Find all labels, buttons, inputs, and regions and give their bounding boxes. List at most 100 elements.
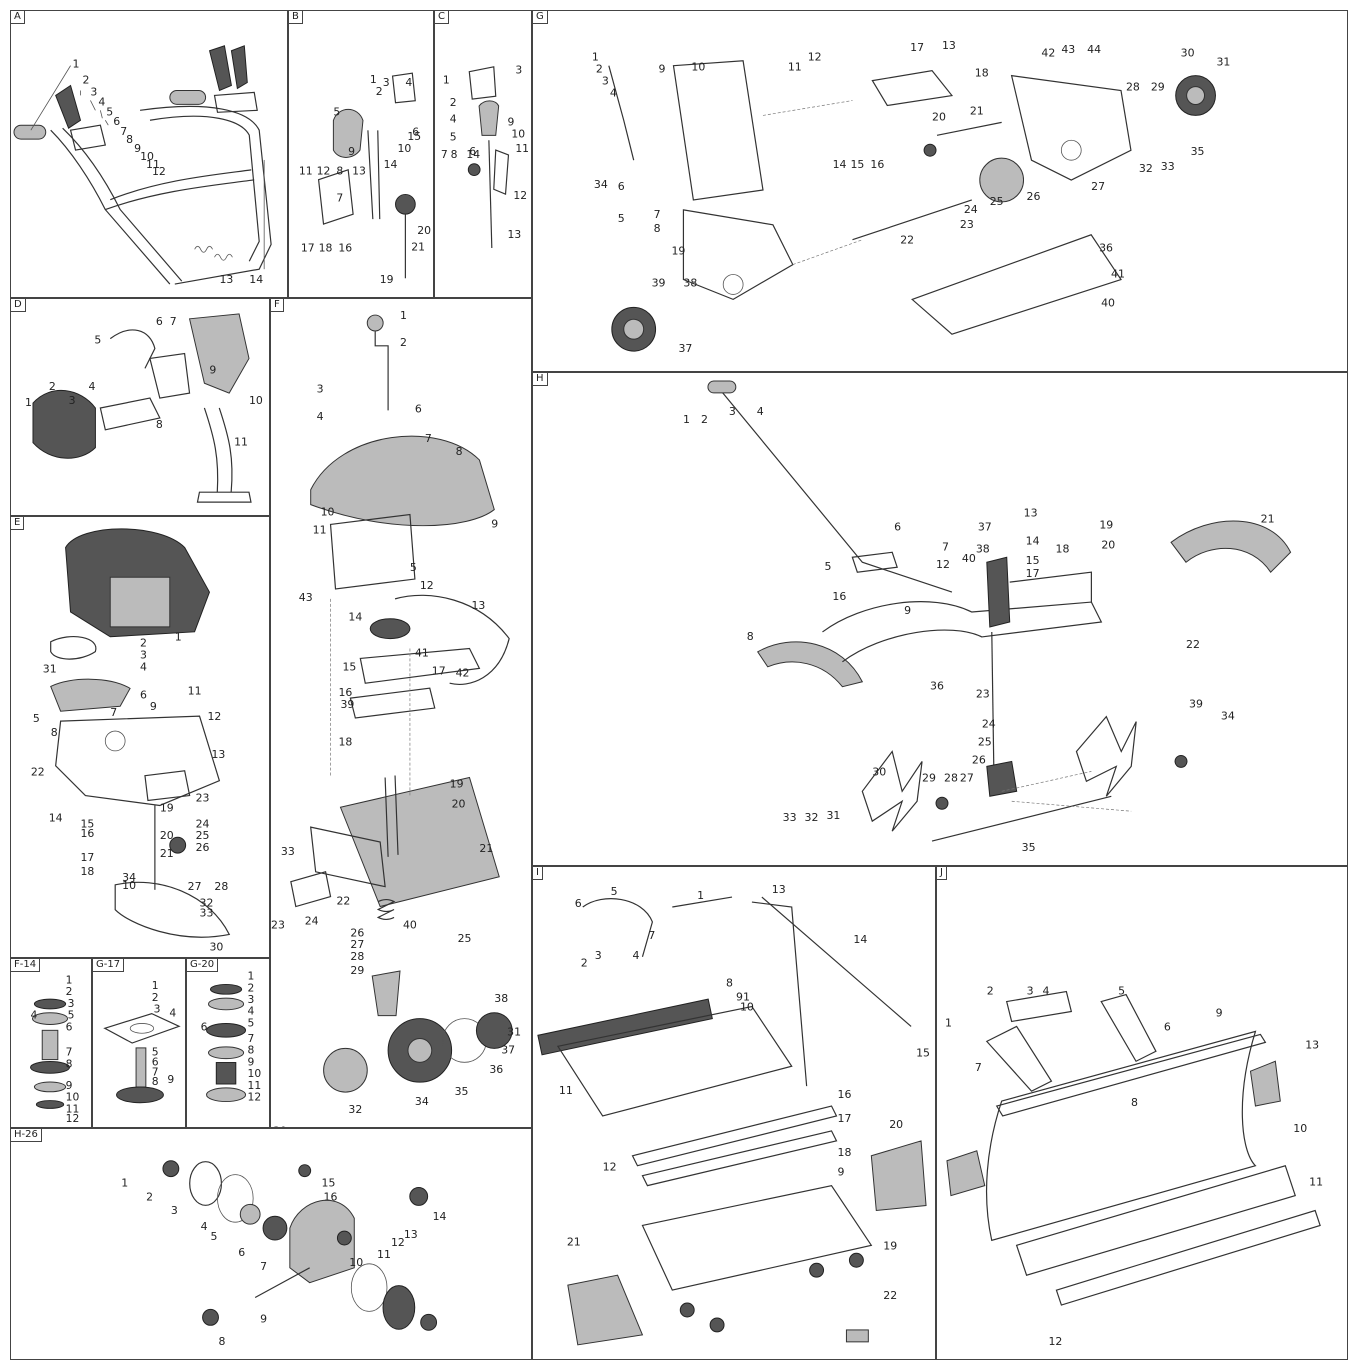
drive-belt-icon: [114, 881, 231, 938]
left-shoe-icon: [946, 1150, 986, 1197]
callout: 9: [904, 604, 911, 617]
callout: 33: [783, 811, 797, 824]
callout: 12: [248, 1091, 262, 1104]
callout: 8: [1131, 1096, 1138, 1109]
callout: 25: [196, 829, 210, 842]
cover-icon: [332, 108, 364, 158]
callout: 7: [425, 432, 432, 445]
callout: 31: [507, 1026, 521, 1039]
callout: 11: [146, 158, 160, 171]
side-plate-icon: [672, 60, 764, 201]
callout: 9: [260, 1312, 267, 1325]
callout: 10: [321, 506, 335, 519]
plow-blade-drawing: 1 2 3 4 5 6 7 8 9 10 11 12 13: [945, 985, 1323, 1348]
callout: 28: [944, 771, 958, 784]
callout: 3: [171, 1204, 178, 1217]
callout: 21: [567, 1235, 581, 1248]
hub-icon: [475, 1012, 513, 1049]
springs-icon: [194, 159, 265, 270]
callout: 34: [122, 871, 136, 884]
callout: 9: [150, 700, 157, 713]
vertical-shaft-icon: [991, 631, 995, 767]
callout: 16: [338, 686, 352, 699]
callout: 3: [729, 405, 736, 418]
lower-plate-icon: [641, 1184, 873, 1291]
handle-rod-icon: [712, 380, 953, 593]
callouts-c: 1 2 3 4 5 6 7 8 9 10 11 12 13 14: [441, 64, 529, 242]
callout: 32: [348, 1103, 362, 1116]
top-cover-icon: [310, 435, 495, 527]
left-lever-icon: [55, 84, 107, 151]
brush-strip-icon: [537, 998, 713, 1056]
callout: 2: [140, 637, 147, 650]
callout: 34: [415, 1095, 429, 1108]
callout: 5: [106, 105, 113, 118]
callout: 28: [1126, 81, 1140, 94]
callout: 44: [1087, 43, 1101, 56]
callout: 13: [352, 165, 366, 178]
callout: 16: [80, 827, 94, 840]
callout: 23: [196, 792, 210, 805]
panel-h: H 1 2 3 4 5 6 7 8 9 12: [532, 372, 1348, 866]
callout: 1: [152, 979, 159, 992]
callout: 34: [1221, 710, 1235, 723]
gasket-icon: [217, 1174, 254, 1223]
callout: 5: [450, 130, 457, 143]
callout: 7: [654, 208, 661, 221]
callout: 29: [1151, 81, 1165, 94]
panel-label: G-20: [187, 959, 219, 972]
scraper-bar-assembly-drawing: 1 2 3 4 5 6 7 8 9 10 11 12 13 14 15 16 1…: [537, 883, 930, 1346]
gearbox-exploded-drawing: 1 2 3 4 5 6 7 8 9 10 11 12 13 14 15 16: [121, 1160, 447, 1348]
shaft-icon: [936, 121, 1002, 136]
right-shoe-icon: [1249, 1060, 1281, 1107]
callout: 6: [156, 315, 163, 328]
callout: 31: [43, 663, 57, 676]
callout: 10: [66, 1091, 80, 1104]
upper-rod-icon: [672, 896, 733, 908]
callout: 12: [317, 165, 331, 178]
auger-housing-icon: [339, 776, 500, 908]
callout: 10: [249, 394, 263, 407]
callout: 6: [469, 145, 476, 158]
callout: 30: [209, 940, 223, 953]
callout: 20: [889, 1118, 903, 1131]
callout: 9: [66, 1079, 73, 1092]
callout: 20: [452, 797, 466, 810]
callout: 9: [348, 145, 355, 158]
lever-detail-drawing: 1 2 3 4 5 6 7 8 9 10 11 12 13 14: [441, 64, 529, 249]
panel-e: E 1 2 3 4 5 6 7 8 9 10 11 12 13 14 15 16: [10, 516, 270, 958]
callout: 11: [234, 436, 248, 449]
end-cap-icon: [567, 1274, 644, 1346]
callout: 30: [872, 765, 886, 778]
callout: 33: [281, 845, 295, 858]
callout: 91: [736, 991, 750, 1004]
callout: 22: [1186, 638, 1200, 651]
callout: 28: [214, 880, 228, 893]
callout: 1: [248, 970, 255, 983]
callout: 38: [494, 992, 508, 1005]
callout: 27: [350, 938, 364, 951]
caster-icon: [848, 1252, 864, 1268]
callout: 8: [248, 1044, 255, 1057]
gear-icon: [262, 1215, 288, 1241]
panel-label: D: [11, 299, 26, 312]
callout: 12: [66, 1112, 80, 1125]
wear-strip-icon: [1015, 1165, 1297, 1276]
panel-label: B: [289, 11, 303, 24]
callout: 20: [1101, 538, 1115, 551]
callout: 31: [826, 809, 840, 822]
skid-shoe-icon: [371, 970, 401, 1017]
callout: 13: [507, 228, 521, 241]
callout: 8: [336, 165, 343, 178]
callout: 22: [900, 234, 914, 247]
callouts-j: 1 2 3 4 5 6 7 8 9 10 11 12 13: [945, 985, 1323, 1348]
callout: 10: [1293, 1122, 1307, 1135]
callout: 12: [207, 710, 221, 723]
callouts-a: 1 2 3 4 5 6 7 8 9 10 11 12 13 14: [73, 58, 264, 286]
callout: 12: [152, 165, 166, 178]
callout: 29: [350, 964, 364, 977]
callout: 26: [1027, 190, 1041, 203]
callout: 6: [66, 1020, 73, 1033]
small-wheel-icon: [323, 1047, 368, 1093]
callout: 33: [200, 907, 214, 920]
